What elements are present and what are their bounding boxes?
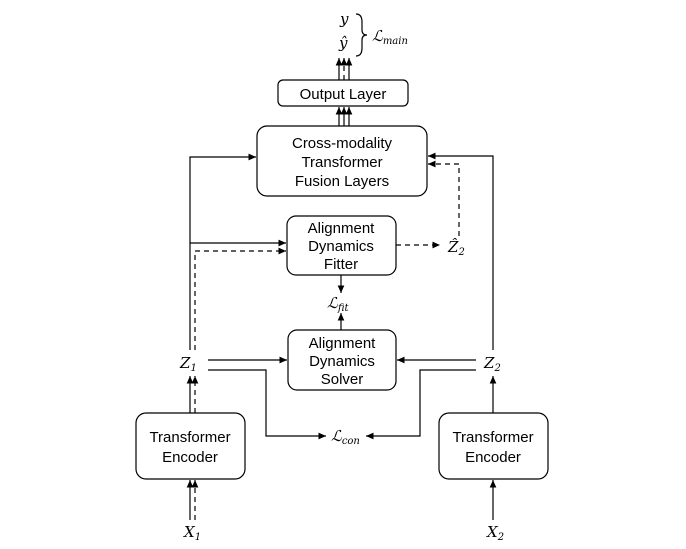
z2-label: Z2 <box>483 354 501 374</box>
x2-label: X2 <box>486 523 504 543</box>
encoder1-label-line2: Encoder <box>162 449 218 466</box>
fit-loss-label: ℒfit <box>327 294 349 314</box>
output-layer-box <box>277 79 409 107</box>
z2-to-con-loss-arrow <box>366 369 476 440</box>
z2-to-fusion-arrow <box>428 152 494 350</box>
z1-label: Z1 <box>179 354 197 374</box>
z1-to-fusion-arrow <box>189 153 256 350</box>
z1-to-fitter-dashed-arrow <box>194 247 286 350</box>
encoder2-box <box>438 412 549 480</box>
main-loss-brace <box>355 13 368 57</box>
fitter-label-line2: Dynamics <box>308 238 374 255</box>
z2-hat-to-fusion-arrow <box>428 160 460 236</box>
fitter-label-line3: Fitter <box>324 256 358 273</box>
encoder2-label-line2: Encoder <box>465 449 521 466</box>
output-layer-label: Output Layer <box>300 86 387 103</box>
encoder1-box <box>135 412 246 480</box>
z1-to-con-loss-arrow <box>208 369 326 440</box>
solver-label-line2: Dynamics <box>309 353 375 370</box>
fusion-layers-label-line3: Fusion Layers <box>295 173 389 190</box>
fusion-layers-box <box>256 125 428 197</box>
x1-label: X1 <box>183 523 201 543</box>
solver-label-line1: Alignment <box>309 335 377 352</box>
encoder2-label-line1: Transformer <box>452 429 533 446</box>
fusion-layers-label-line1: Cross-modality <box>292 135 393 152</box>
y-hat-label: ŷ <box>338 34 348 52</box>
fitter-label-line1: Alignment <box>308 220 376 237</box>
fusion-layers-label-line2: Transformer <box>301 154 382 171</box>
encoder1-label-line1: Transformer <box>149 429 230 446</box>
y-label: y <box>339 10 349 28</box>
solver-label-line3: Solver <box>321 371 364 388</box>
con-loss-label: ℒcon <box>331 427 360 447</box>
z2-hat-label: Ẑ2 <box>447 238 465 258</box>
solver-box <box>287 329 397 391</box>
main-loss-label: ℒmain <box>372 27 408 47</box>
